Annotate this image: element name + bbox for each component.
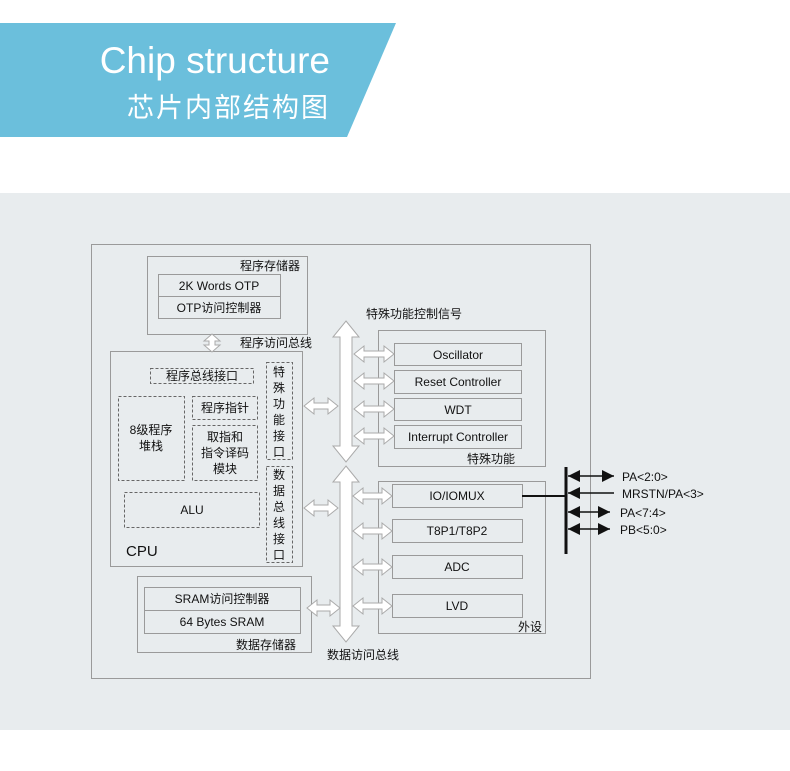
- chip-boundary: [91, 244, 591, 679]
- program-memory-label: 程序存储器: [240, 258, 300, 273]
- banner-shape: [0, 23, 396, 137]
- sfr-interface-char: 殊: [273, 380, 285, 395]
- special-function-link-arrow: [353, 371, 395, 391]
- oscillator-label: Oscillator: [433, 348, 483, 362]
- alu-block: [124, 492, 260, 528]
- sram-row: 64 Bytes SRAM: [180, 615, 265, 629]
- header-banner: [0, 23, 396, 137]
- pin-label: PA<2:0>: [622, 470, 668, 484]
- fetch-decode-block: [192, 425, 258, 481]
- data-bus-interface-block: [266, 466, 293, 563]
- pin-arrowhead-in: [568, 487, 580, 499]
- peripheral-link-arrow: [352, 521, 393, 541]
- pin-arrowhead-in: [568, 470, 580, 482]
- wdt-label: WDT: [444, 403, 472, 417]
- program-counter-label: 程序指针: [201, 400, 249, 415]
- program-counter-block: [192, 396, 258, 420]
- title-chinese: 芯片内部结构图: [127, 93, 330, 124]
- cpu-data-bus-arrow: [303, 498, 339, 518]
- data-bus-label: 数据访问总线: [327, 647, 399, 662]
- pin-arrowhead-in: [568, 523, 580, 535]
- sfr-interface-char: 口: [273, 445, 285, 459]
- stack-label-2: 堆栈: [139, 438, 163, 453]
- adc-label: ADC: [444, 560, 470, 574]
- peripheral-link-arrow: [352, 486, 393, 506]
- timer-label: T8P1/T8P2: [427, 524, 488, 538]
- lvd-label: LVD: [446, 599, 469, 613]
- oscillator-block: [394, 343, 522, 366]
- program-memory-block: [147, 256, 308, 335]
- pin-label: MRSTN/PA<3>: [622, 487, 704, 501]
- data-bus-interface-char: 总: [273, 500, 285, 514]
- special-function-link-arrow: [353, 344, 395, 364]
- pin-arrowhead-out: [602, 470, 614, 482]
- reset-controller-block: [394, 370, 522, 394]
- peripherals-block: [378, 481, 546, 634]
- otp-controller-row: OTP访问控制器: [177, 301, 262, 315]
- cpu-sfr-arrow: [303, 396, 339, 416]
- sfr-control-signal-label: 特殊功能控制信号: [366, 306, 462, 321]
- program-bus-arrow: [202, 333, 222, 353]
- cpu-label: CPU: [126, 543, 158, 560]
- sfr-interface-char: 功: [273, 397, 285, 411]
- reset-controller-label: Reset Controller: [415, 375, 502, 389]
- sfr-interface-char: 能: [273, 413, 285, 427]
- fetch-decode-label-3: 模块: [213, 462, 237, 476]
- special-function-block: [378, 330, 546, 467]
- data-bus-interface-char: 线: [273, 516, 285, 530]
- data-memory-block: [137, 576, 312, 653]
- diagram-panel: [0, 193, 790, 730]
- pin-label: PB<5:0>: [620, 523, 667, 537]
- program-stack-block: [118, 396, 185, 481]
- data-bus-interface-char: 数: [273, 467, 285, 482]
- program-bus-interface-label: 程序总线接口: [166, 368, 238, 383]
- stack-label-1: 8级程序: [130, 422, 173, 437]
- sfr-interface-char: 接: [273, 428, 285, 443]
- special-function-label: 特殊功能: [467, 451, 515, 466]
- program-bus-label: 程序访问总线: [240, 335, 312, 350]
- fetch-decode-label-1: 取指和: [207, 429, 243, 444]
- data-bus-interface-char: 接: [273, 531, 285, 546]
- io-iomux-label: IO/IOMUX: [429, 489, 484, 503]
- title-english: Chip structure: [99, 40, 330, 81]
- sram-data-bus-arrow: [306, 598, 341, 618]
- pin-arrowhead-in: [568, 506, 580, 518]
- fetch-decode-label-2: 指令译码: [201, 445, 249, 460]
- data-bus-interface-char: 据: [273, 484, 285, 498]
- pin-arrowhead-out: [598, 506, 610, 518]
- peripheral-link-arrow: [352, 557, 393, 577]
- data-memory-label: 数据存储器: [236, 637, 296, 652]
- data-bus-arrow: [331, 465, 361, 643]
- sram-controller-row: SRAM访问控制器: [175, 592, 270, 606]
- special-function-link-arrow: [353, 399, 395, 419]
- otp-row: 2K Words OTP: [179, 279, 259, 293]
- pin-label: PA<7:4>: [620, 506, 666, 520]
- peripheral-link-arrow: [352, 596, 393, 616]
- program-bus-interface-block: [150, 368, 254, 384]
- sfr-control-bus-arrow: [331, 320, 361, 463]
- pin-arrowhead-out: [598, 523, 610, 535]
- special-function-link-arrow: [353, 426, 395, 446]
- peripherals-label: 外设: [518, 620, 542, 634]
- interrupt-controller-block: [394, 425, 522, 449]
- wdt-block: [394, 398, 522, 421]
- sfr-interface-block: [266, 362, 293, 460]
- cpu-block: [110, 351, 303, 567]
- data-bus-interface-char: 口: [273, 548, 285, 562]
- alu-label: ALU: [180, 503, 203, 517]
- sfr-interface-char: 特: [273, 364, 285, 379]
- interrupt-controller-label: Interrupt Controller: [408, 430, 508, 444]
